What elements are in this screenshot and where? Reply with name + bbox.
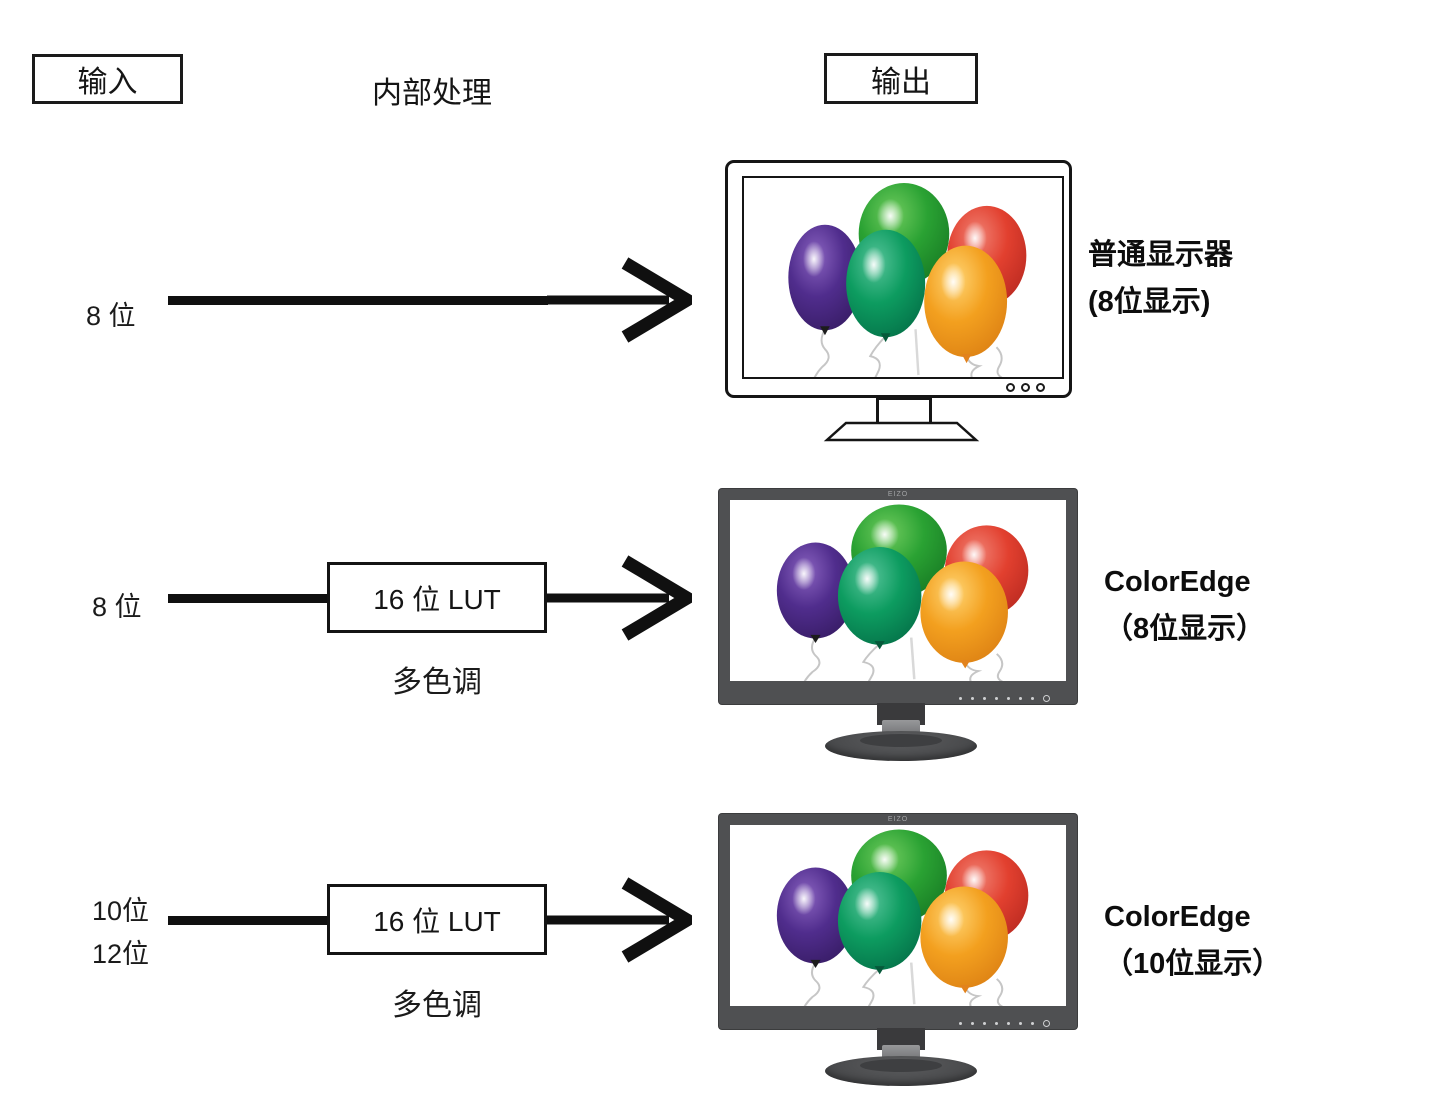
row3-tone-label: 多色调 xyxy=(392,989,482,1022)
row2-monitor-label-line2: （8位显示） xyxy=(1104,613,1266,645)
eizo-logo: EIZO xyxy=(887,491,909,498)
bezel-button-dots xyxy=(1006,383,1045,392)
coloredge-stand-neck xyxy=(877,1028,925,1050)
bezel-buttons xyxy=(959,1020,1050,1027)
coloredge-stand-hub xyxy=(860,1059,942,1072)
row2-monitor-label-line1: ColorEdge xyxy=(1104,566,1251,598)
header-output-label: 输出 xyxy=(871,65,931,99)
header-output-box: 输出 xyxy=(824,53,978,104)
coloredge-stand-hub xyxy=(860,734,942,747)
row1-monitor-label: 普通显示器 (8位显示) xyxy=(1088,232,1233,326)
monitor-screen xyxy=(742,176,1064,379)
row3-monitor-label-line2: （10位显示） xyxy=(1104,948,1282,980)
row3-monitor-label-line1: ColorEdge xyxy=(1104,901,1251,933)
row1-arrow-shaft xyxy=(168,296,548,305)
eizo-logo: EIZO xyxy=(887,816,909,823)
standard-monitor-stand-base xyxy=(823,421,980,442)
row2-arrow-shaft xyxy=(168,594,327,603)
header-input-label: 输入 xyxy=(77,66,138,99)
row2-lut-box: 16 位 LUT xyxy=(327,562,547,633)
row1-arrowhead-icon xyxy=(547,257,692,343)
monitor-screen xyxy=(730,500,1066,681)
balloon-image xyxy=(776,504,1029,681)
monitor-screen xyxy=(730,825,1066,1006)
row1-monitor-label-line1: 普通显示器 xyxy=(1088,239,1234,271)
row2-lut-label: 16 位 LUT xyxy=(373,583,501,615)
row3-input-bits-line1: 10位 xyxy=(92,896,150,926)
power-button-icon xyxy=(1043,1020,1050,1027)
header-processing-label: 内部处理 xyxy=(372,77,492,110)
row2-monitor-label: ColorEdge （8位显示） xyxy=(1104,559,1265,653)
row1-input-bits: 8 位 xyxy=(86,301,136,331)
coloredge-monitor-10bit: EIZO xyxy=(718,813,1078,1030)
row3-lut-label: 16 位 LUT xyxy=(373,905,501,937)
coloredge-monitor-8bit: EIZO xyxy=(718,488,1078,705)
coloredge-stand-neck xyxy=(877,703,925,725)
header-input-box: 输入 xyxy=(32,54,183,104)
balloon-image xyxy=(776,829,1029,1006)
row2-tone-label: 多色调 xyxy=(392,666,482,699)
row2-input-bits: 8 位 xyxy=(92,592,142,622)
row3-arrowhead-icon xyxy=(547,877,692,963)
balloon-image xyxy=(788,182,1027,377)
row3-arrow-shaft xyxy=(168,916,327,925)
row3-lut-box: 16 位 LUT xyxy=(327,884,547,955)
bezel-buttons xyxy=(959,695,1050,702)
row1-monitor-label-line2: (8位显示) xyxy=(1088,286,1211,318)
row3-input-bits-line2: 12位 xyxy=(92,939,150,969)
power-button-icon xyxy=(1043,695,1050,702)
row2-arrowhead-icon xyxy=(547,555,692,641)
row3-monitor-label: ColorEdge （10位显示） xyxy=(1104,894,1281,988)
standard-monitor xyxy=(725,160,1072,398)
